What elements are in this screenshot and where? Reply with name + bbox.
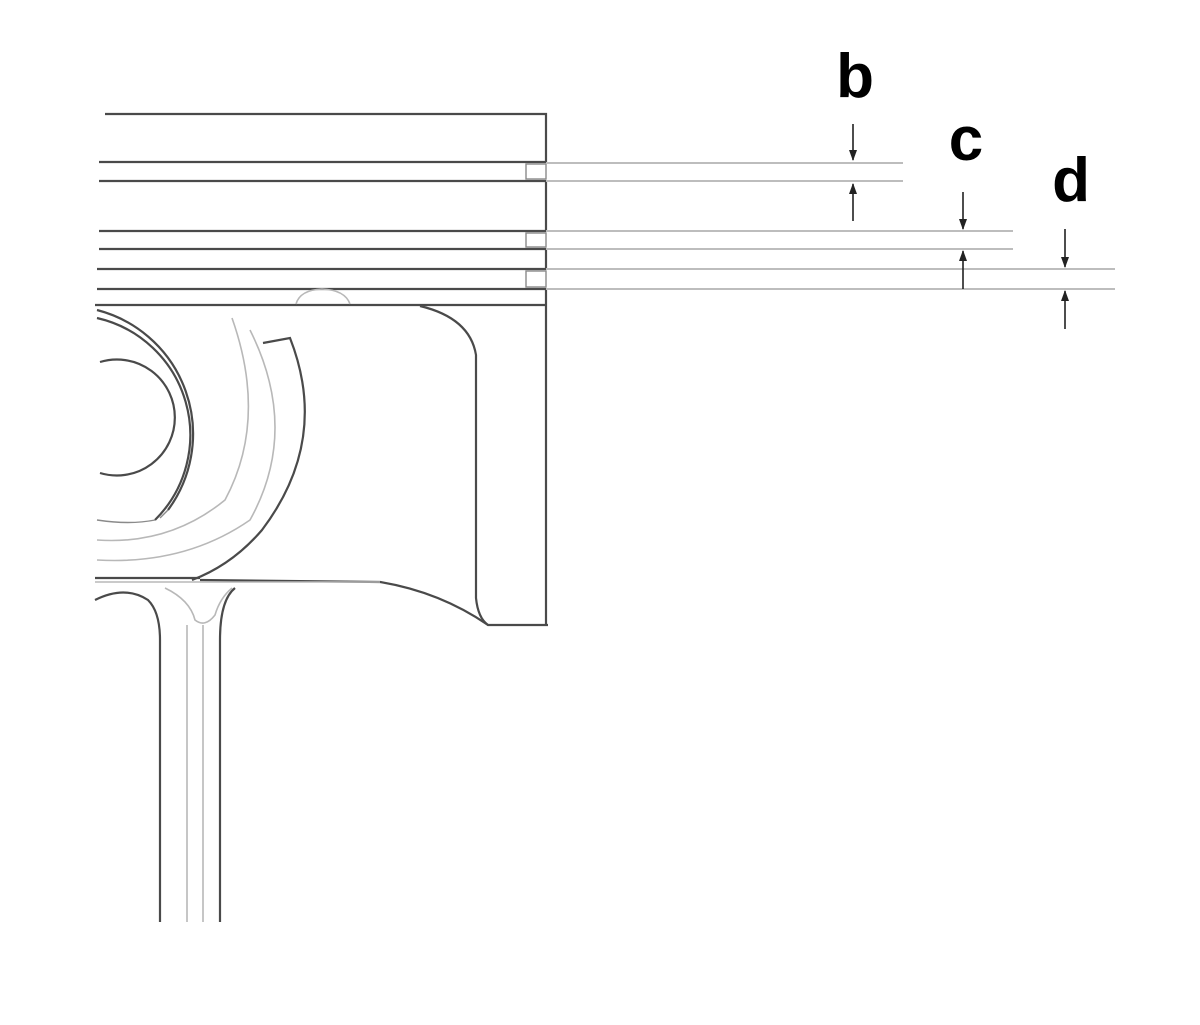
label-b: b xyxy=(836,42,874,111)
label-d: d xyxy=(1052,146,1090,215)
piston-pin xyxy=(96,308,306,582)
piston-skirt xyxy=(95,304,548,627)
piston-crown xyxy=(95,112,548,625)
dimension-c: c xyxy=(949,105,983,289)
dimension-b: b xyxy=(836,42,874,221)
dimension-d: d xyxy=(1052,146,1090,329)
connecting-rod xyxy=(94,587,236,922)
extension-lines xyxy=(546,162,1115,290)
label-c: c xyxy=(949,105,983,174)
